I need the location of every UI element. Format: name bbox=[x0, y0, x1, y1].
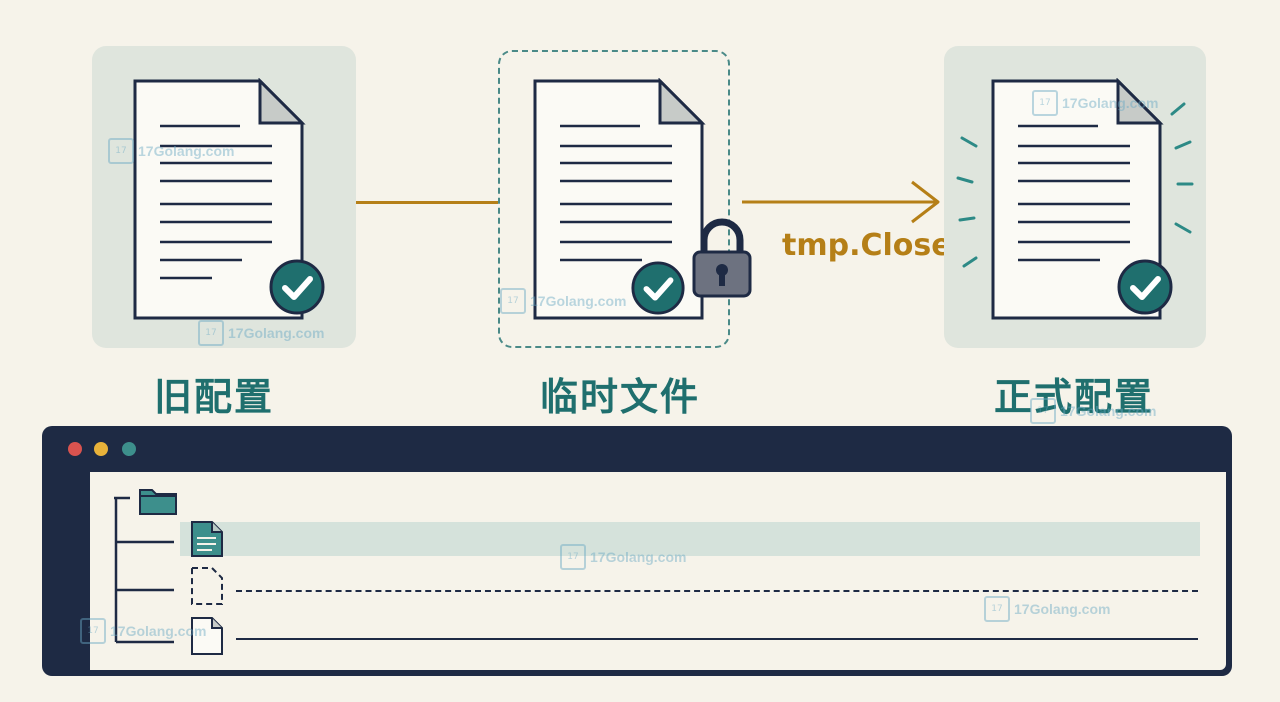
watermark: 17 17Golang.com bbox=[1032, 90, 1158, 116]
watermark: 17 17Golang.com bbox=[560, 544, 686, 570]
watermark-text: 17Golang.com bbox=[228, 325, 325, 341]
watermark-logo-icon: 17 bbox=[1032, 90, 1058, 116]
connector-line bbox=[356, 201, 498, 204]
lock-icon bbox=[692, 218, 752, 298]
file-icon bbox=[191, 617, 223, 655]
file-tree bbox=[114, 496, 174, 644]
stage-temp-caption: 临时文件 bbox=[539, 375, 700, 419]
file-tree-content bbox=[90, 472, 1226, 670]
dashed-file-icon bbox=[191, 567, 223, 605]
watermark-text: 17Golang.com bbox=[138, 143, 235, 159]
tree-row-dashed[interactable] bbox=[236, 590, 1198, 592]
watermark: 17 17Golang.com bbox=[198, 320, 324, 346]
watermark-logo-icon: 17 bbox=[500, 288, 526, 314]
flow-label: tmp.Close bbox=[782, 228, 952, 263]
watermark-logo-icon: 17 bbox=[560, 544, 586, 570]
tree-row-highlight[interactable] bbox=[180, 522, 1200, 556]
stage-temp-panel bbox=[498, 50, 730, 348]
stage-old-caption: 旧配置 bbox=[153, 375, 274, 419]
file-tree-window bbox=[42, 426, 1232, 676]
watermark-text: 17Golang.com bbox=[530, 293, 627, 309]
window-close-button[interactable] bbox=[68, 442, 82, 456]
watermark-text: 17Golang.com bbox=[590, 549, 687, 565]
watermark: 17 17Golang.com bbox=[80, 618, 206, 644]
watermark: 17 17Golang.com bbox=[1030, 398, 1156, 424]
watermark-text: 17Golang.com bbox=[1060, 403, 1157, 419]
watermark-text: 17Golang.com bbox=[1014, 601, 1111, 617]
watermark: 17 17Golang.com bbox=[984, 596, 1110, 622]
arrow-icon bbox=[742, 180, 940, 224]
watermark-logo-icon: 17 bbox=[80, 618, 106, 644]
watermark-text: 17Golang.com bbox=[110, 623, 207, 639]
window-maximize-button[interactable] bbox=[122, 442, 136, 456]
folder-icon bbox=[139, 489, 177, 515]
watermark: 17 17Golang.com bbox=[500, 288, 626, 314]
check-icon bbox=[631, 261, 685, 315]
glow-rays-icon bbox=[956, 102, 1194, 268]
watermark-logo-icon: 17 bbox=[1030, 398, 1056, 424]
check-icon bbox=[269, 259, 325, 315]
watermark-logo-icon: 17 bbox=[984, 596, 1010, 622]
watermark-logo-icon: 17 bbox=[108, 138, 134, 164]
tree-row-plain[interactable] bbox=[236, 638, 1198, 640]
watermark: 17 17Golang.com bbox=[108, 138, 234, 164]
check-icon bbox=[1117, 259, 1173, 315]
document-icon bbox=[533, 78, 706, 320]
window-minimize-button[interactable] bbox=[94, 442, 108, 456]
document-icon bbox=[991, 78, 1164, 320]
stage-final-caption: 正式配置 bbox=[993, 375, 1154, 419]
file-icon bbox=[191, 521, 223, 557]
watermark-logo-icon: 17 bbox=[198, 320, 224, 346]
document-icon bbox=[133, 78, 306, 320]
watermark-text: 17Golang.com bbox=[1062, 95, 1159, 111]
